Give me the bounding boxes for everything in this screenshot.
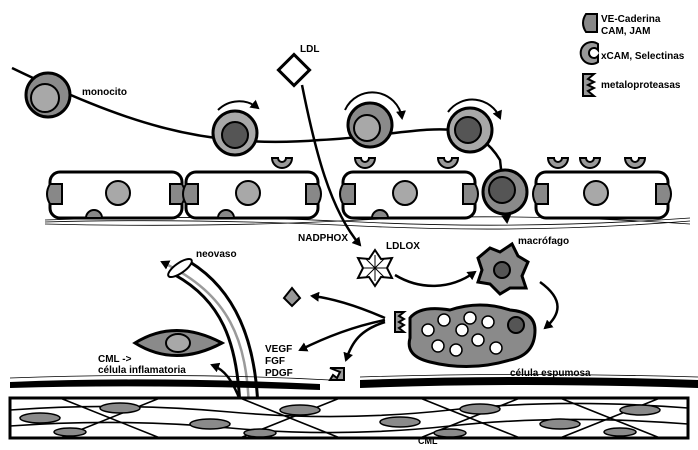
cml-inflammatory-label-1: CML -> <box>98 354 132 365</box>
macrophage <box>478 244 528 294</box>
selectin-receptors <box>272 158 645 168</box>
ldlox-particle-icon <box>358 250 392 286</box>
legend-xcam-selectins: xCAM, Selectinas <box>601 51 685 62</box>
endothelial-cell <box>186 172 318 218</box>
rolling-monocyte-2 <box>345 92 402 147</box>
legend-metalloproteases: metaloproteasas <box>601 80 681 91</box>
ldlox-to-macrophage-arrow <box>395 272 475 286</box>
endothelial-cell <box>50 172 182 218</box>
macrophage-to-foam-arrow <box>540 282 558 328</box>
transmigrating-monocyte <box>483 170 527 214</box>
cml-inflammatory-label-2: célula inflamatoria <box>98 365 186 376</box>
xcam-selectin-icon <box>581 42 598 64</box>
metalloprotease-icon <box>583 74 594 96</box>
legend-cam-jam: CAM, JAM <box>601 26 650 37</box>
foam-to-growth-factors-arrow <box>300 320 385 350</box>
metalloprotease-icon <box>395 312 404 332</box>
internal-elastic-lamina <box>10 375 698 391</box>
endothelial-cell <box>536 172 668 218</box>
endothelial-cell <box>343 172 475 218</box>
legend-ve-cadherin: VE-Caderina <box>601 14 661 25</box>
legend: VE-Caderina CAM, JAM xCAM, Selectinas me… <box>581 14 685 96</box>
foam-cell <box>409 305 535 367</box>
ldl-particle-icon <box>278 54 309 85</box>
nadphox-label: NADPHOX <box>298 233 348 244</box>
foam-to-metalloprotease-arrow <box>312 296 385 318</box>
metalloprotease-icon <box>284 288 300 306</box>
endothelium-layer <box>45 158 690 229</box>
cml-bottom-label: CML <box>418 436 438 445</box>
fgf-label: FGF <box>265 356 285 367</box>
rolling-monocyte-1 <box>213 101 258 155</box>
smooth-muscle-layer <box>10 398 688 438</box>
ve-cadherin-icon <box>583 14 597 32</box>
ldlox-label: LDLOX <box>386 241 420 252</box>
ldl-label: LDL <box>300 44 319 55</box>
monocyte-label: monocito <box>82 87 127 98</box>
neovessel-label: neovaso <box>196 249 237 260</box>
metalloprotease-icon <box>330 368 344 380</box>
monocyte <box>26 73 70 117</box>
vegf-label: VEGF <box>265 344 292 355</box>
inflammatory-smooth-muscle-cell <box>135 331 222 356</box>
macrophage-label: macrófago <box>518 236 569 247</box>
rolling-monocyte-3 <box>448 100 500 152</box>
